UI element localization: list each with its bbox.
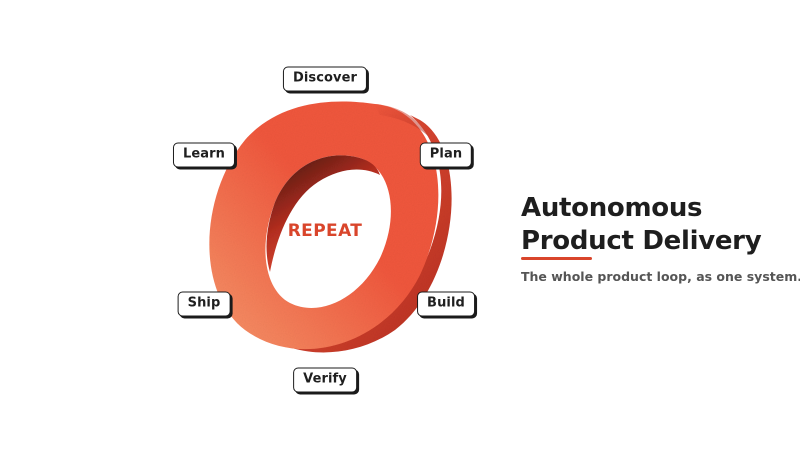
ring-inner-wall xyxy=(266,155,380,272)
stage-discover[interactable]: Discover xyxy=(282,66,368,92)
accent-underline xyxy=(521,257,592,260)
hero-title-line-2: Product Delivery xyxy=(521,226,762,256)
stage-ship[interactable]: Ship xyxy=(177,291,231,317)
stage-verify[interactable]: Verify xyxy=(293,367,357,393)
hero-subtitle: The whole product loop, as one system. xyxy=(521,269,800,284)
ring-face xyxy=(209,101,439,350)
hero-title: Autonomous Product Delivery xyxy=(521,192,762,258)
stage-build[interactable]: Build xyxy=(417,291,475,317)
repeat-label: REPEAT xyxy=(287,221,363,241)
ring-bevel xyxy=(375,104,428,136)
hero-title-line-1: Autonomous xyxy=(521,193,703,223)
ring-side xyxy=(265,115,452,353)
stage-plan[interactable]: Plan xyxy=(419,142,473,168)
stage-learn[interactable]: Learn xyxy=(172,142,236,168)
